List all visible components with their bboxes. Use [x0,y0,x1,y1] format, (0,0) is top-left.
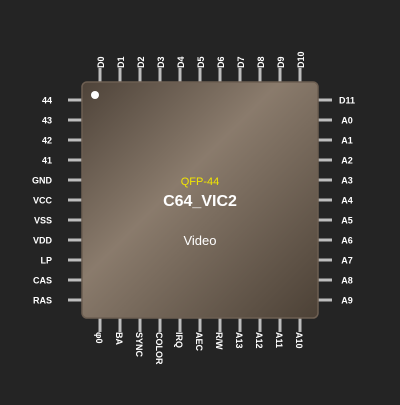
pin-bottom-irq [178,318,182,332]
pin-label-right-a9: A9 [341,296,353,306]
pin-label-left-gnd: GND [32,176,53,186]
pin-right-a5 [318,218,332,222]
pin-label-bottom-0: φ0 [94,332,104,343]
pin-right-d11 [318,98,332,102]
pin-label-left-ras: RAS [33,296,52,306]
chip-subtitle: Video [183,233,216,248]
pin-label-top-d7: D7 [236,56,246,68]
pin-label-top-d0: D0 [96,56,106,68]
pin-label-left-lp: LP [40,256,52,266]
pin-label-left-vcc: VCC [33,196,53,206]
pin-label-right-a4: A4 [341,196,353,206]
pin-label-right-a6: A6 [341,236,353,246]
pin-right-a6 [318,238,332,242]
pin-top-d10 [298,68,302,82]
pin-label-left-42: 42 [42,136,52,146]
pin-label-bottom-a12: A12 [254,332,264,349]
package-label: QFP-44 [181,176,220,188]
pin-label-top-d2: D2 [136,56,146,68]
pin-left-vcc [68,198,82,202]
pin-bottom-r-w [218,318,222,332]
pin-top-d3 [158,68,162,82]
pin-top-d1 [118,68,122,82]
pin-bottom-ba [118,318,122,332]
pin-label-top-d5: D5 [196,56,206,68]
pin-right-a3 [318,178,332,182]
pin-right-a4 [318,198,332,202]
pin-top-d2 [138,68,142,82]
pin-left-vss [68,218,82,222]
pin-left-41 [68,158,82,162]
pin-bottom-a11 [278,318,282,332]
pin-left-44 [68,98,82,102]
pin-left-lp [68,258,82,262]
pin-bottom-a12 [258,318,262,332]
pin-label-right-a7: A7 [341,256,353,266]
pin-label-top-d3: D3 [156,56,166,68]
pin-left-ras [68,298,82,302]
pin-label-right-a5: A5 [341,216,353,226]
pin-label-bottom-aec: AEC [194,332,204,352]
pin-top-d4 [178,68,182,82]
pin-bottom-aec [198,318,202,332]
pin-label-top-d10: D10 [296,51,306,68]
pin-label-bottom-irq: IRQ [174,332,184,348]
pin-top-d5 [198,68,202,82]
pin-top-d6 [218,68,222,82]
pin-right-a9 [318,298,332,302]
pin-label-left-cas: CAS [33,276,52,286]
pin-left-gnd [68,178,82,182]
pin-right-a8 [318,278,332,282]
pin-label-left-41: 41 [42,156,52,166]
pin-bottom-color [158,318,162,332]
pin-label-right-a8: A8 [341,276,353,286]
pin-label-top-d8: D8 [256,56,266,68]
pin-label-top-d1: D1 [116,56,126,68]
pin-left-43 [68,118,82,122]
pin-label-bottom-color: COLOR [154,332,164,365]
chip-body [81,81,319,319]
pin-label-right-a2: A2 [341,156,353,166]
pin-top-d7 [238,68,242,82]
pin1-marker-dot [91,91,99,99]
pin-bottom-a10 [298,318,302,332]
pin-label-left-vdd: VDD [33,236,53,246]
pin-right-a1 [318,138,332,142]
pin-top-d8 [258,68,262,82]
pin-label-top-d4: D4 [176,56,186,68]
pin-label-right-a0: A0 [341,116,353,126]
pin-right-a0 [318,118,332,122]
pin-top-d9 [278,68,282,82]
pin-label-right-d11: D11 [339,96,355,106]
pin-right-a7 [318,258,332,262]
pin-label-bottom-ba: BA [114,332,124,345]
pin-left-cas [68,278,82,282]
chip-name: C64_VIC2 [163,193,237,210]
pin-labels-layer: D0 D1 D2 D3 D4 D5 D6 D7 D8 D9 D10D11A0A1A2A3A4A5A6… [32,51,355,365]
pin-label-right-a3: A3 [341,176,353,186]
pin-bottom-0 [98,318,102,332]
pin-label-bottom-a11: A11 [274,332,284,348]
pin-label-bottom-a13: A13 [234,332,244,349]
pin-label-left-vss: VSS [34,216,52,226]
pin-label-top-d6: D6 [216,56,226,68]
pins-layer [68,68,332,332]
pin-label-bottom-sync: SYNC [134,332,144,358]
pin-label-left-43: 43 [42,116,52,126]
pin-left-vdd [68,238,82,242]
pin-right-a2 [318,158,332,162]
pin-top-d0 [98,68,102,82]
pin-left-42 [68,138,82,142]
pin-label-left-44: 44 [42,96,52,106]
pin-label-right-a1: A1 [341,136,353,146]
pin-bottom-a13 [238,318,242,332]
pin-bottom-sync [138,318,142,332]
pin-label-bottom-a10: A10 [294,332,304,349]
pin-label-top-d9: D9 [276,56,286,68]
pin-label-bottom-r-w: R/W [214,332,224,350]
